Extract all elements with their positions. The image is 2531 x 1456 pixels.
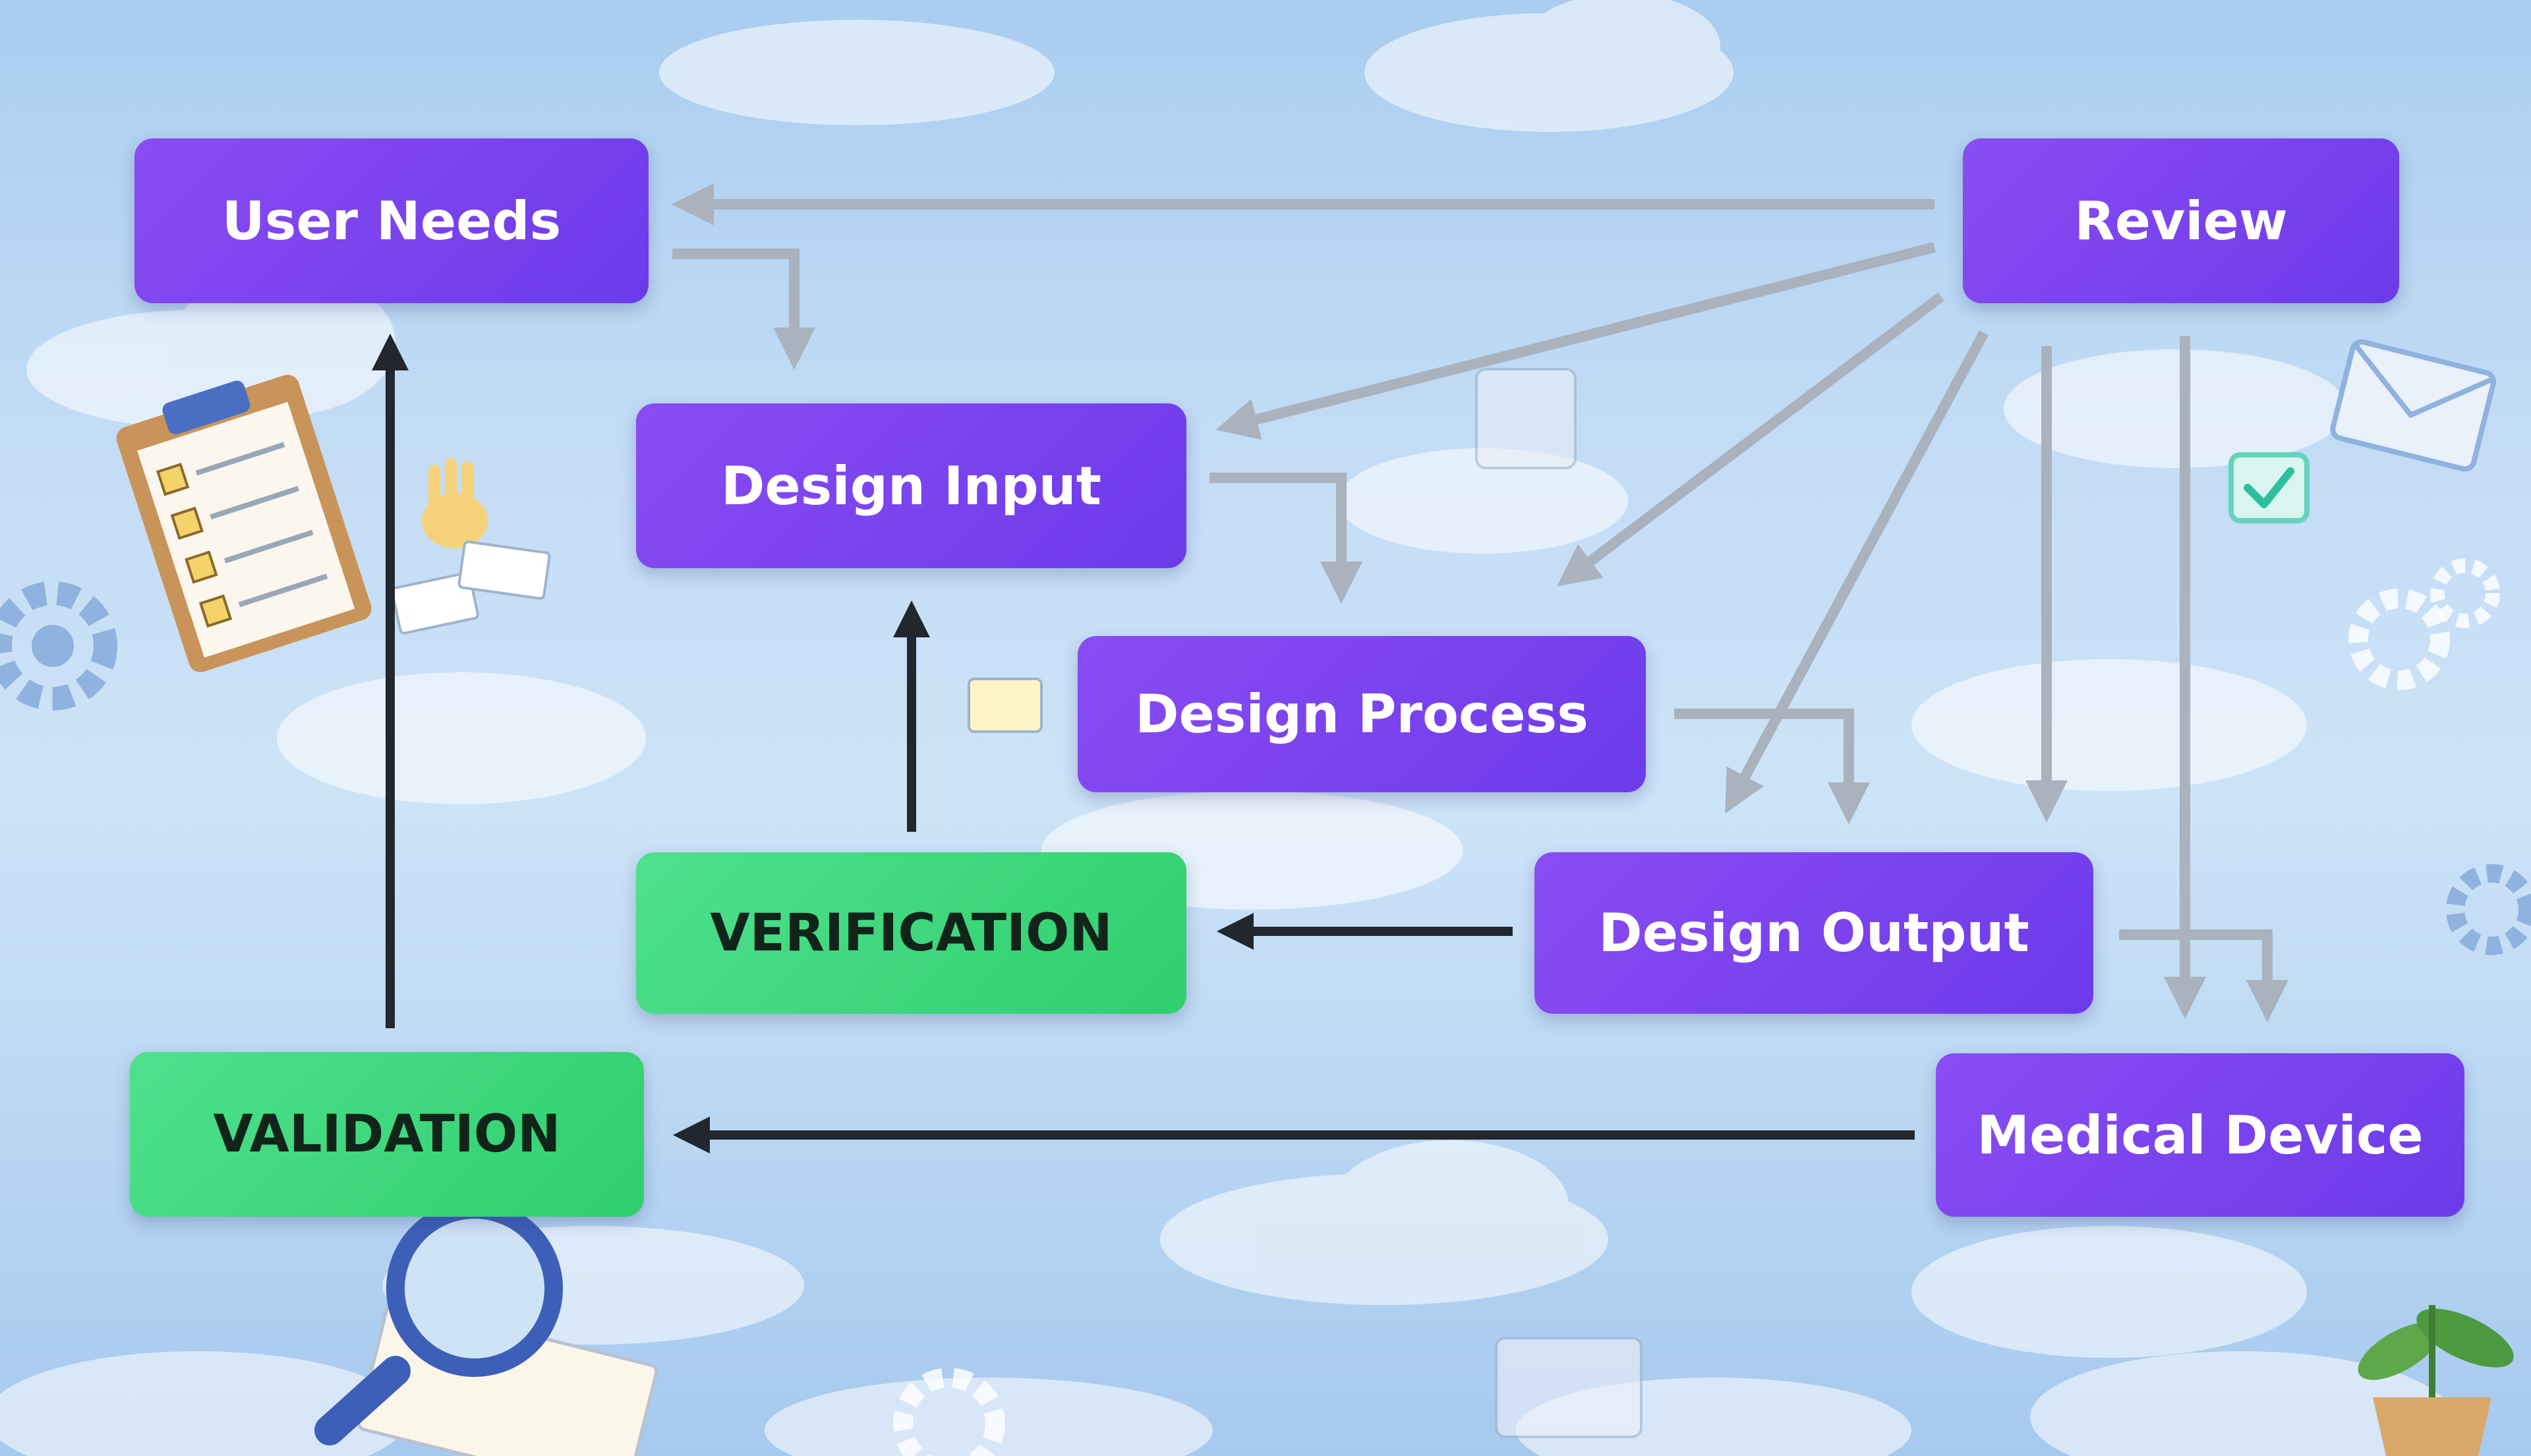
node-verification: VERIFICATION <box>636 852 1186 1014</box>
magnifier-icon <box>314 1200 658 1456</box>
node-verification-label: VERIFICATION <box>710 903 1113 963</box>
node-validation-label: VALIDATION <box>213 1105 561 1164</box>
arrow-review-to-design-process <box>1557 292 1944 587</box>
arrow-design-process-to-design-output <box>1674 709 1870 825</box>
node-design-output-label: Design Output <box>1598 902 2029 964</box>
node-design-output: Design Output <box>1534 852 2093 1014</box>
clipboard-checklist-icon <box>116 374 372 672</box>
node-design-input-label: Design Input <box>721 455 1101 517</box>
node-design-process: Design Process <box>1078 636 1646 792</box>
arrow-user-needs-to-design-input <box>672 248 815 370</box>
node-user-needs-label: User Needs <box>221 190 562 252</box>
clouds <box>0 0 2452 1456</box>
envelope-icon <box>2330 339 2497 472</box>
node-medical-device: Medical Device <box>1936 1053 2464 1217</box>
node-validation: VALIDATION <box>130 1052 644 1217</box>
node-medical-device-label: Medical Device <box>1977 1104 2424 1166</box>
node-review-label: Review <box>2074 190 2288 252</box>
arrow-review-to-design-output <box>1725 330 1989 814</box>
arrow-design-input-to-design-process <box>1209 473 1362 604</box>
node-design-process-label: Design Process <box>1135 684 1588 745</box>
hand-icon <box>422 458 488 548</box>
document-icon <box>391 368 1643 1438</box>
node-review: Review <box>1963 138 2399 303</box>
potted-plant-icon <box>2358 1305 2514 1456</box>
checkbox-icon <box>2228 452 2310 523</box>
node-user-needs: User Needs <box>134 138 649 303</box>
arrow-review-to-design-input <box>1215 242 1936 440</box>
node-design-input: Design Input <box>636 403 1186 568</box>
arrow-design-output-to-medical-device <box>2119 929 2288 1022</box>
gear-icon <box>0 558 2531 1456</box>
